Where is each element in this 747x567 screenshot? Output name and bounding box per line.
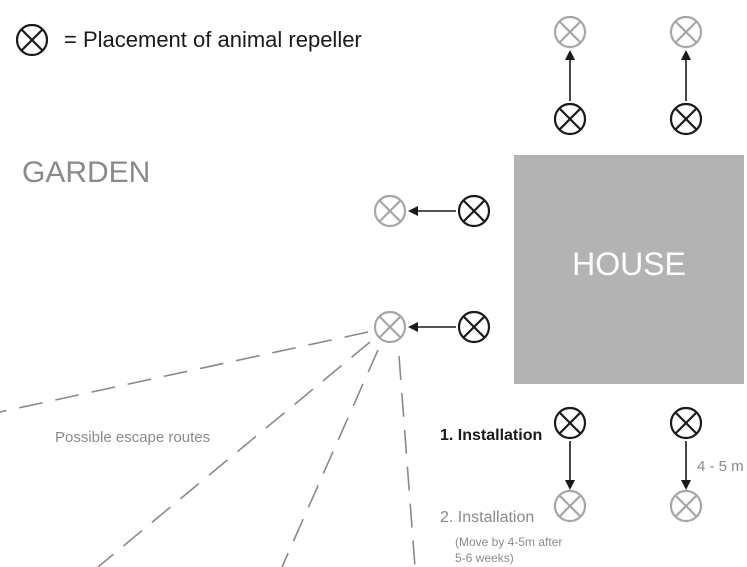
second-installation-repeller-icon bbox=[553, 15, 587, 49]
house-shape bbox=[514, 155, 744, 384]
first-installation-repeller-icon bbox=[457, 194, 491, 228]
second-installation-repeller-icon bbox=[553, 489, 587, 523]
first-installation-repeller-icon bbox=[669, 102, 703, 136]
first-installation-repeller-icon bbox=[669, 406, 703, 440]
legend-circled-x-icon bbox=[15, 23, 49, 57]
escape-route-line bbox=[281, 349, 379, 567]
move-note-line-1: (Move by 4-5m after bbox=[455, 535, 562, 549]
escape-route-line bbox=[0, 331, 369, 413]
second-installation-repeller-icon bbox=[373, 310, 407, 344]
second-installation-repeller-icon bbox=[373, 194, 407, 228]
first-installation-repeller-icon bbox=[553, 102, 587, 136]
first-installation-repeller-icon bbox=[457, 310, 491, 344]
top-repellers bbox=[553, 15, 703, 136]
garden-label: GARDEN bbox=[22, 156, 150, 189]
second-installation-repeller-icon bbox=[669, 15, 703, 49]
left-repellers bbox=[373, 194, 491, 344]
escape-routes bbox=[0, 331, 416, 567]
first-installation-repeller-icon bbox=[553, 406, 587, 440]
installation-2-label: 2. Installation bbox=[440, 509, 534, 526]
second-installation-repeller-icon bbox=[669, 489, 703, 523]
escape-route-line bbox=[398, 355, 416, 567]
house: HOUSE bbox=[514, 155, 744, 384]
installation-1-label: 1. Installation bbox=[440, 427, 542, 444]
escape-route-line bbox=[97, 341, 371, 567]
bottom-repellers: 1. Installation 4 - 5 m 2. Installation … bbox=[440, 406, 744, 565]
house-label: HOUSE bbox=[572, 246, 686, 282]
distance-label: 4 - 5 m bbox=[697, 458, 744, 475]
legend-text: = Placement of animal repeller bbox=[64, 27, 362, 52]
escape-routes-label: Possible escape routes bbox=[55, 429, 210, 446]
legend: = Placement of animal repeller bbox=[15, 23, 362, 57]
move-note-line-2: 5-6 weeks) bbox=[455, 551, 514, 565]
